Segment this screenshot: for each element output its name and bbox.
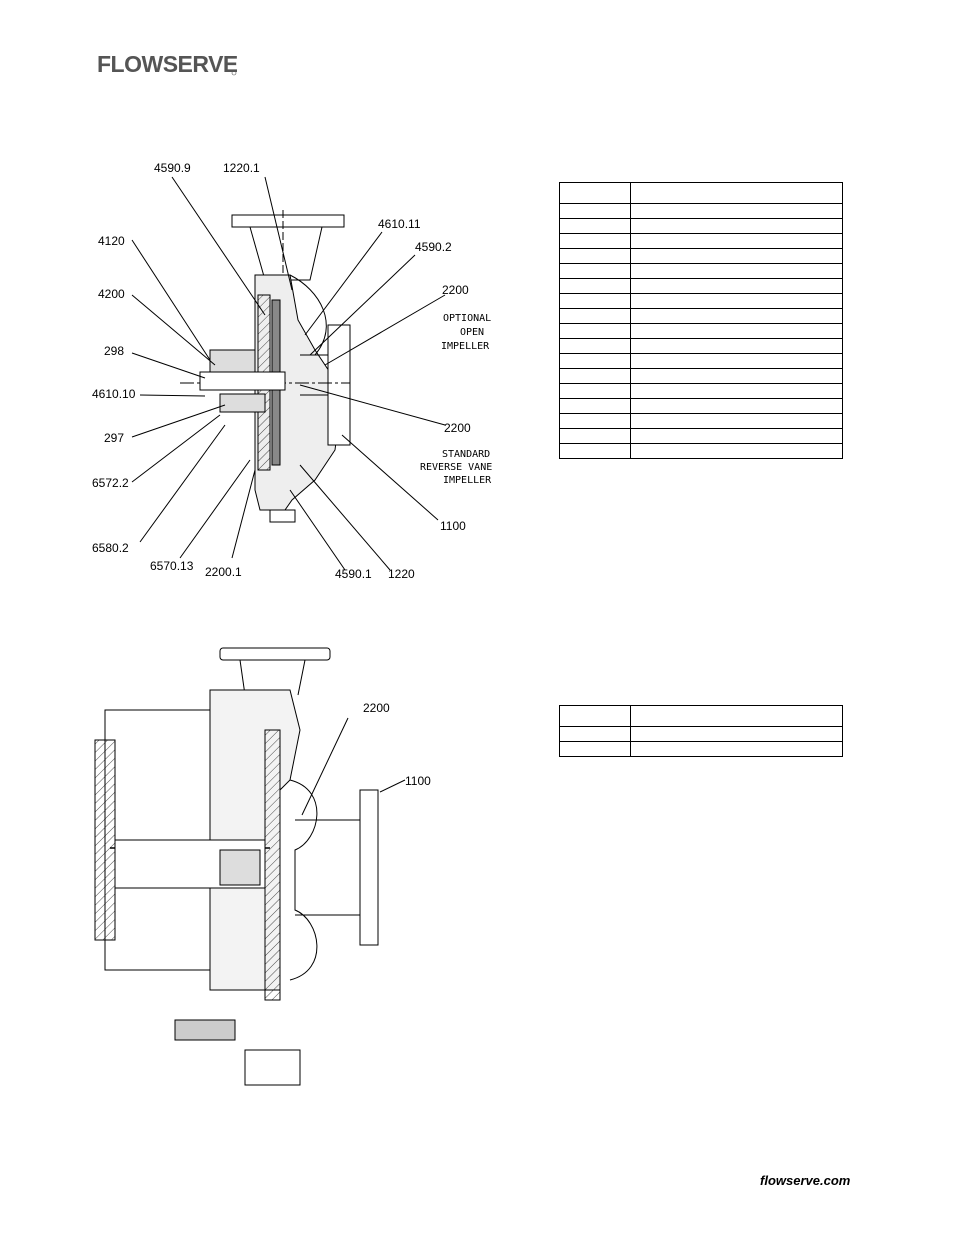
label-4590-9: 4590.9 [154,161,191,175]
flowserve-logo: FLOWSERVE [97,51,237,77]
label-1220: 1220 [388,567,415,581]
label-4610-10: 4610.10 [92,387,136,401]
label-298: 298 [104,344,124,358]
label-6570-13: 6570.13 [150,559,194,573]
standard-impeller-line1: STANDARD [442,449,490,460]
standard-impeller-line3: IMPELLER [443,475,492,486]
label-4120: 4120 [98,234,125,248]
label-1100-bottom: 1100 [405,774,431,788]
pump-detail-drawing: 2200 1100 [94,647,431,1086]
label-1100: 1100 [440,519,466,533]
label-4610-11: 4610.11 [378,217,421,231]
standard-impeller-line2: REVERSE VANE [420,462,492,473]
footer-website[interactable]: flowserve.com [760,1173,851,1188]
parts-table-bottom [559,705,843,757]
label-4200: 4200 [98,287,125,301]
label-4590-2: 4590.2 [415,240,452,254]
pump-cross-section-drawing: 4590.9 1220.1 4610.11 4590.2 4120 4200 2… [92,161,492,581]
parts-table-top [559,182,843,459]
label-4590-1: 4590.1 [335,567,372,581]
optional-impeller-line2: OPEN [460,327,484,338]
label-1220-1: 1220.1 [223,161,260,175]
label-2200-open: 2200 [442,283,469,297]
label-6580-2: 6580.2 [92,541,129,555]
label-297: 297 [104,431,124,445]
label-2200-1: 2200.1 [205,565,242,579]
label-6572-2: 6572.2 [92,476,129,490]
optional-impeller-line3: IMPELLER [441,341,490,352]
label-2200-standard: 2200 [444,421,471,435]
label-2200-bottom: 2200 [363,701,390,715]
optional-impeller-line1: OPTIONAL [443,313,491,324]
logo-text: FLOWSERVE [97,51,237,77]
